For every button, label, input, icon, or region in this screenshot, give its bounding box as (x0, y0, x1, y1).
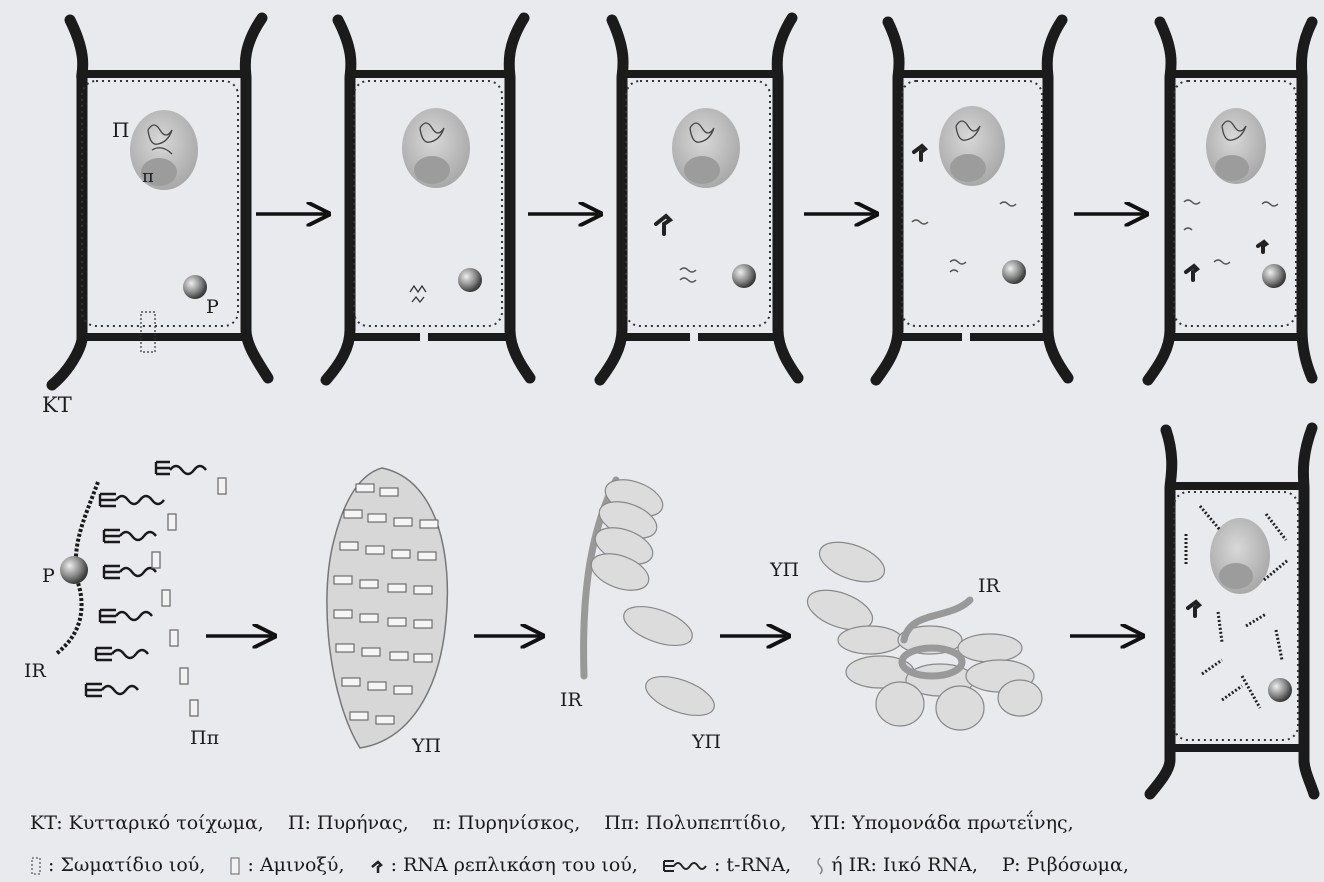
cell-stage-2 (326, 18, 530, 380)
viral-rna-label: IR (978, 575, 1001, 597)
replicase-icon (369, 857, 385, 875)
legend-nucleolus: π: Πυρηνίσκος, (433, 812, 581, 834)
legend: KT: Κυτταρικό τοίχωμα, Π: Πυρήνας, π: Πυ… (0, 806, 1324, 882)
cell-stage-4 (876, 20, 1068, 380)
nucleus-label: Π (112, 118, 129, 142)
legend-rna-replicase: : RNA ρεπλικάση του ιού, (391, 854, 638, 876)
translation-stage (56, 462, 226, 716)
cell-stage-3 (600, 18, 798, 380)
protein-subunit-folded (327, 468, 448, 748)
polypeptide-label: Ππ (190, 727, 219, 749)
protein-subunit-label: ΥΠ (411, 735, 441, 757)
amino-acid-icon (229, 857, 241, 875)
assembly-stage (584, 473, 720, 724)
protein-subunit-label: ΥΠ (691, 731, 721, 753)
viral-rna-label: IR (24, 660, 47, 682)
disk-assembly-stage (802, 534, 1042, 730)
cell-final-stage (1150, 428, 1314, 794)
ribosome-label: P (42, 565, 55, 587)
viral-rna-label: IR (560, 689, 583, 711)
legend-protein-subunit: ΥΠ: Υπομονάδα πρωτεΐνης, (811, 812, 1074, 834)
cell-wall-label: KT (42, 393, 72, 417)
trna-icon (662, 857, 708, 875)
legend-row-1: KT: Κυτταρικό τοίχωμα, Π: Πυρήνας, π: Πυ… (30, 812, 1092, 834)
ribosome-label: P (206, 296, 219, 318)
legend-cell-wall: KT: Κυτταρικό τοίχωμα, (30, 812, 264, 834)
viral-rna-icon (815, 857, 825, 875)
legend-nucleus: Π: Πυρήνας, (288, 812, 409, 834)
legend-row-2: : Σωματίδιο ιού, : Αμινοξύ, : RNA ρεπλικ… (30, 854, 1147, 876)
cell-stage-5 (1148, 22, 1312, 380)
legend-virus-particle: : Σωματίδιο ιού, (48, 854, 205, 876)
legend-amino-acid: : Αμινοξύ, (248, 854, 345, 876)
nucleolus-label: π (142, 166, 154, 187)
replicase-icon (656, 216, 670, 234)
legend-viral-rna: ή IR: Ιικό RNA, (831, 854, 978, 876)
cell-stage-1 (52, 18, 268, 385)
legend-polypeptide: Ππ: Πολυπεπτίδιο, (604, 812, 786, 834)
virus-particle-icon (141, 312, 155, 352)
legend-ribosome: P: Ριβόσωμα, (1002, 854, 1129, 876)
virus-particle-icon (30, 857, 42, 875)
legend-trna: : t-RNA, (714, 854, 791, 876)
protein-subunit-label: ΥΠ (769, 559, 799, 581)
ribosome (183, 275, 207, 299)
